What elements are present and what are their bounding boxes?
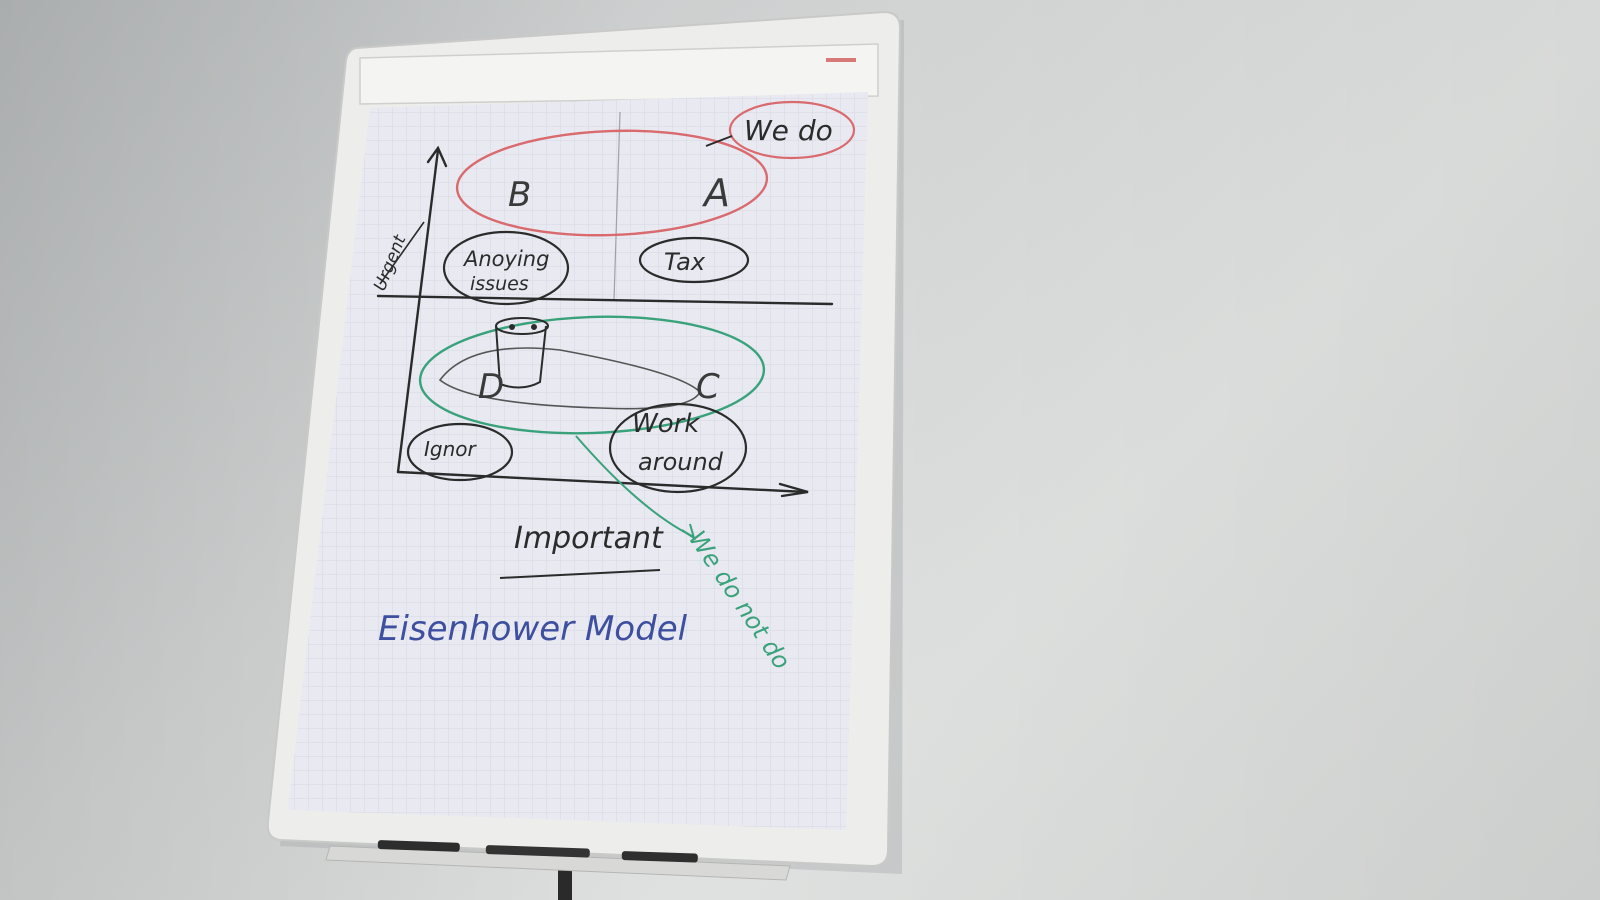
markers (377, 840, 698, 863)
we-do-label: We do (744, 114, 833, 147)
annoying-line2: issues (470, 273, 529, 295)
axes (376, 145, 834, 498)
y-axis-label-underline (379, 221, 425, 285)
quadrant-a-label: A (701, 171, 730, 215)
center-divider (613, 111, 621, 301)
work-label: Work (632, 409, 700, 439)
paper-clamp (359, 43, 879, 105)
annoying-line1: Anoying (462, 247, 549, 271)
red-ellipse-ab (455, 129, 769, 237)
quadrant-d-label: D (478, 367, 504, 407)
ignor-ellipse (406, 422, 514, 482)
inner-loop-d (438, 347, 701, 410)
we-do-not-do-pointer (575, 435, 693, 537)
x-axis-label: Important (514, 521, 664, 556)
work-around-ellipse (608, 402, 748, 494)
we-do-not-do-arrowhead (681, 523, 696, 541)
green-ellipse-cd (418, 315, 766, 435)
tax-ellipse (638, 236, 750, 284)
ignor-label: Ignor (424, 437, 478, 461)
x-axis-arrow (778, 482, 809, 498)
trash-can-icon (495, 317, 549, 389)
y-axis-arrow (426, 145, 448, 168)
paper-grid (288, 92, 868, 830)
horizontal-divider (376, 294, 834, 306)
marker-3[interactable] (621, 851, 698, 863)
we-do-ellipse (728, 100, 856, 160)
brand-logo (826, 58, 856, 62)
eisenhower-title: Eisenhower Model (378, 609, 688, 649)
y-axis-line (396, 148, 440, 474)
quadrant-c-label: C (696, 367, 720, 407)
around-label: around (638, 448, 724, 476)
quadrant-b-label: B (508, 175, 531, 215)
x-axis-label-underline (499, 569, 661, 579)
tax-label: Tax (664, 248, 706, 276)
marker-2[interactable] (485, 845, 590, 858)
we-do-pointer (705, 135, 733, 147)
annoying-issues-ellipse (442, 230, 570, 306)
marker-1[interactable] (377, 840, 460, 852)
x-axis-line (396, 470, 808, 494)
